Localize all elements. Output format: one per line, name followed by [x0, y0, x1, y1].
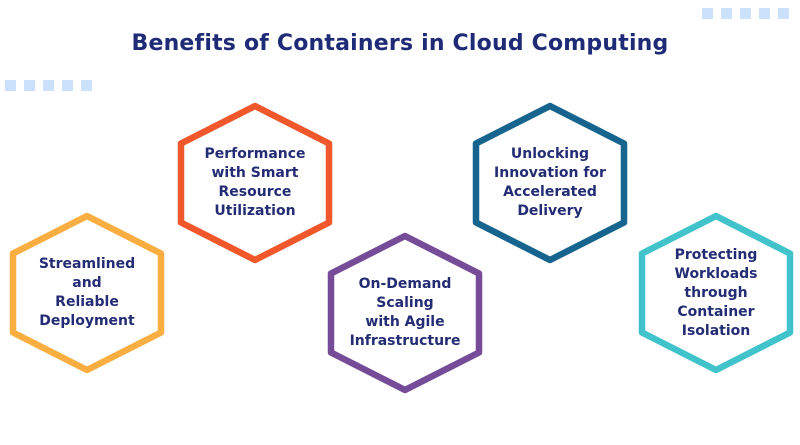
hexagon-label: Performance with Smart Resource Utilizat… — [204, 146, 306, 219]
square-icon — [62, 80, 73, 91]
square-icon — [702, 8, 713, 19]
hexagon-ondemand-scaling: On-Demand Scaling with Agile Infrastruct… — [326, 232, 484, 394]
hexagon-outline-icon — [638, 212, 794, 374]
square-icon — [24, 80, 35, 91]
square-icon — [740, 8, 751, 19]
hexagon-outline-icon — [177, 102, 333, 264]
page-title: Benefits of Containers in Cloud Computin… — [131, 31, 669, 56]
square-icon — [5, 80, 16, 91]
hexagon-unlocking-innovation: Unlocking Innovation for Accelerated Del… — [471, 102, 629, 264]
decorative-squares-top-right — [702, 8, 789, 19]
hexagon-label: Unlocking Innovation for Accelerated Del… — [494, 146, 606, 219]
decorative-squares-left — [5, 80, 92, 91]
hexagon-outline-icon — [472, 102, 628, 264]
hexagon-outline-icon — [327, 232, 483, 394]
square-icon — [81, 80, 92, 91]
hexagon-label: Streamlined and Reliable Deployment — [38, 256, 136, 329]
hexagon-streamlined-deployment: Streamlined and Reliable Deployment — [8, 212, 166, 374]
square-icon — [43, 80, 54, 91]
hexagon-label: On-Demand Scaling with Agile Infrastruct… — [349, 276, 461, 349]
hexagon-protecting-workloads: Protecting Workloads through Container I… — [637, 212, 795, 374]
square-icon — [759, 8, 770, 19]
square-icon — [721, 8, 732, 19]
hexagon-label: Protecting Workloads through Container I… — [674, 246, 758, 339]
square-icon — [778, 8, 789, 19]
hexagon-performance-utilization: Performance with Smart Resource Utilizat… — [176, 102, 334, 264]
hexagon-outline-icon — [9, 212, 165, 374]
